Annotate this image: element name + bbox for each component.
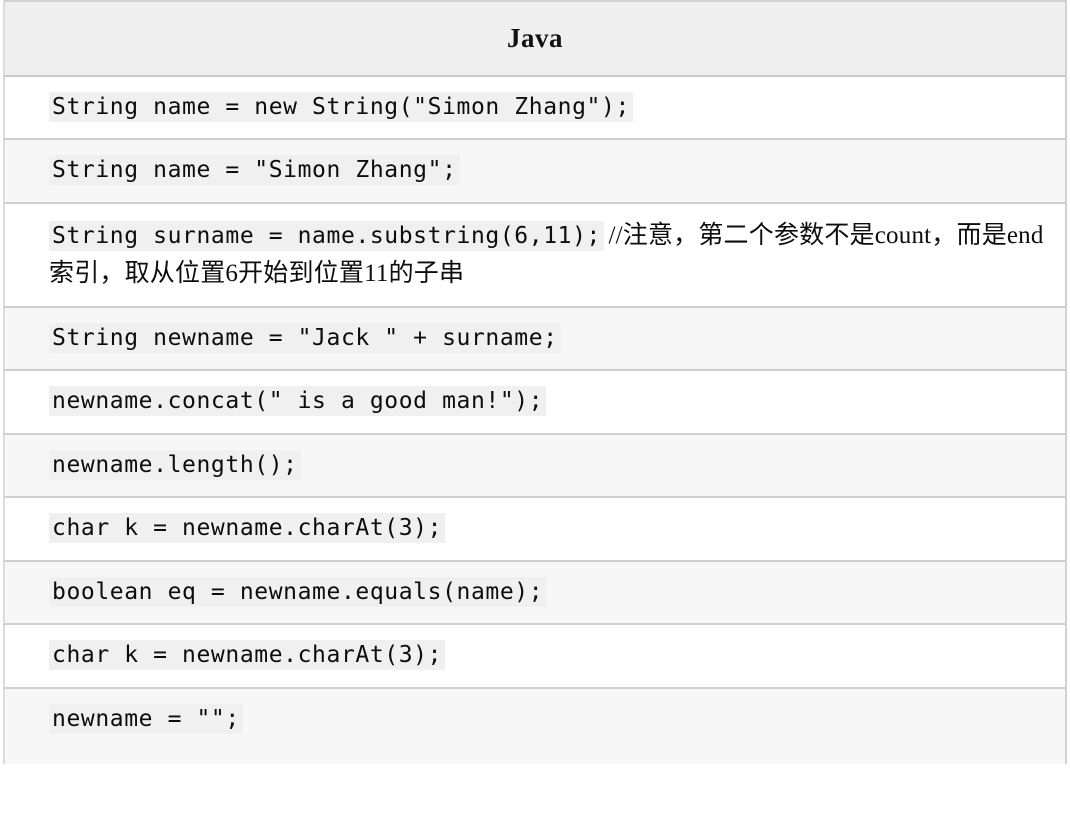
- table-body: String name = new String("Simon Zhang");…: [3, 77, 1067, 764]
- code-cell: newname.concat(" is a good man!");: [3, 371, 1067, 435]
- table-header-row: Java: [3, 0, 1067, 77]
- code-cell: String name = "Simon Zhang";: [3, 140, 1067, 204]
- table-row: char k = newname.charAt(3);: [3, 498, 1067, 562]
- code-line: boolean eq = newname.equals(name);: [49, 576, 547, 607]
- code-line: newname = "";: [49, 703, 243, 734]
- table-row: String newname = "Jack " + surname;: [3, 307, 1067, 372]
- code-line: String newname = "Jack " + surname;: [49, 322, 561, 353]
- code-line: char k = newname.charAt(3);: [49, 640, 446, 671]
- code-line: String name = new String("Simon Zhang");: [49, 92, 633, 122]
- code-cell: boolean eq = newname.equals(name);: [3, 561, 1067, 626]
- table-row: String name = "Simon Zhang";: [3, 140, 1067, 204]
- table-row: String surname = name.substring(6,11); /…: [3, 203, 1067, 308]
- table-row: String name = new String("Simon Zhang");: [3, 77, 1067, 141]
- code-line: char k = newname.charAt(3);: [49, 513, 446, 544]
- table-header: Java: [3, 0, 1067, 77]
- code-line: String surname = name.substring(6,11);: [49, 220, 604, 251]
- code-cell: String surname = name.substring(6,11); /…: [3, 203, 1067, 308]
- page-title: Java: [507, 23, 563, 53]
- code-cell: String name = new String("Simon Zhang");: [3, 77, 1067, 141]
- table-row: newname = "";: [3, 688, 1067, 764]
- code-line: newname.length();: [49, 449, 301, 480]
- table-row: char k = newname.charAt(3);: [3, 625, 1067, 689]
- code-text: newname.length();: [49, 449, 301, 480]
- code-cell: newname = "";: [3, 688, 1067, 764]
- table-row: boolean eq = newname.equals(name);: [3, 561, 1067, 626]
- code-comment: //注意，第二个参数不是count，而是end索引，取从位置6开始到位置11的子…: [49, 221, 1044, 287]
- code-line: newname.concat(" is a good man!");: [49, 386, 547, 417]
- table-row: newname.length();: [3, 434, 1067, 499]
- table-header-cell: Java: [3, 0, 1067, 77]
- code-cell: char k = newname.charAt(3);: [3, 498, 1067, 562]
- code-cell: newname.length();: [3, 434, 1067, 499]
- code-text: String name = "Simon Zhang";: [49, 155, 460, 186]
- code-line: String name = "Simon Zhang";: [49, 155, 460, 186]
- table-row: newname.concat(" is a good man!");: [3, 371, 1067, 435]
- code-cell: char k = newname.charAt(3);: [3, 625, 1067, 689]
- java-code-table: Java String name = new String("Simon Zha…: [3, 0, 1067, 764]
- code-text: newname = "";: [49, 703, 243, 734]
- code-text: String surname = name.substring(6,11);: [49, 220, 604, 251]
- code-cell: String newname = "Jack " + surname;: [3, 307, 1067, 372]
- code-text: boolean eq = newname.equals(name);: [49, 576, 547, 607]
- code-text: char k = newname.charAt(3);: [49, 640, 446, 671]
- code-text: String name = new String("Simon Zhang");: [49, 92, 633, 122]
- code-text: newname.concat(" is a good man!");: [49, 386, 547, 417]
- code-text: String newname = "Jack " + surname;: [49, 322, 561, 353]
- code-text: char k = newname.charAt(3);: [49, 513, 446, 544]
